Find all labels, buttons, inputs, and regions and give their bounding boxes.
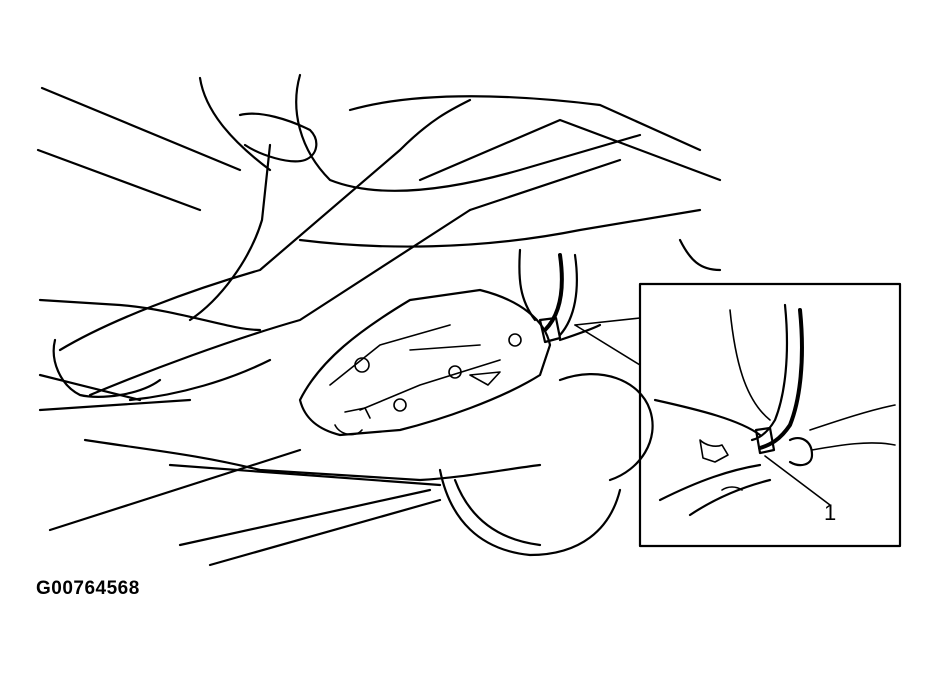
drain-hose: [518, 238, 722, 344]
detail-inset: [638, 282, 902, 548]
lower-frame-rail: [38, 298, 542, 567]
cross-member: [52, 98, 472, 402]
callout-number-1: 1: [824, 500, 836, 525]
wheel-drum: [438, 373, 654, 557]
inset-leader: [574, 317, 641, 366]
body-frame-lines: [36, 73, 722, 248]
oil-pan-assembly: [298, 288, 552, 437]
figure-id-label: G00764568: [36, 578, 140, 599]
